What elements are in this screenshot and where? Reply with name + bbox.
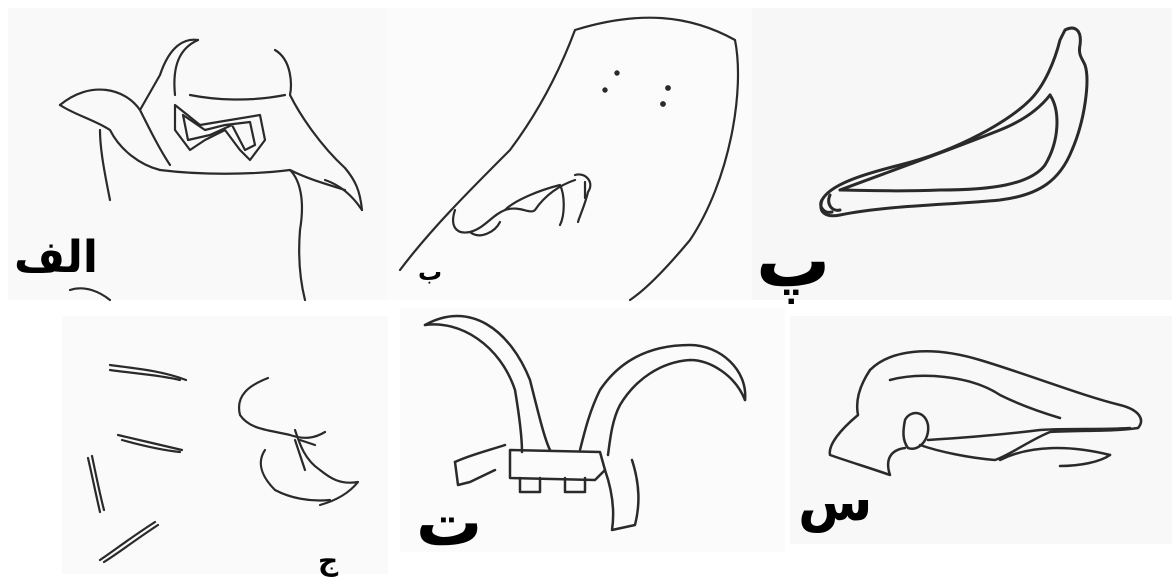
panel-bg-b <box>386 8 752 300</box>
panel-label-t: ت <box>416 484 482 561</box>
panel-label-j: ج <box>318 544 338 577</box>
panel-bg-j <box>62 316 388 574</box>
panel-label-a: الف <box>14 232 98 283</box>
panel-label-b: ب <box>418 258 442 286</box>
panel-label-s: س <box>798 470 873 533</box>
panel-label-p: پ <box>756 218 830 304</box>
